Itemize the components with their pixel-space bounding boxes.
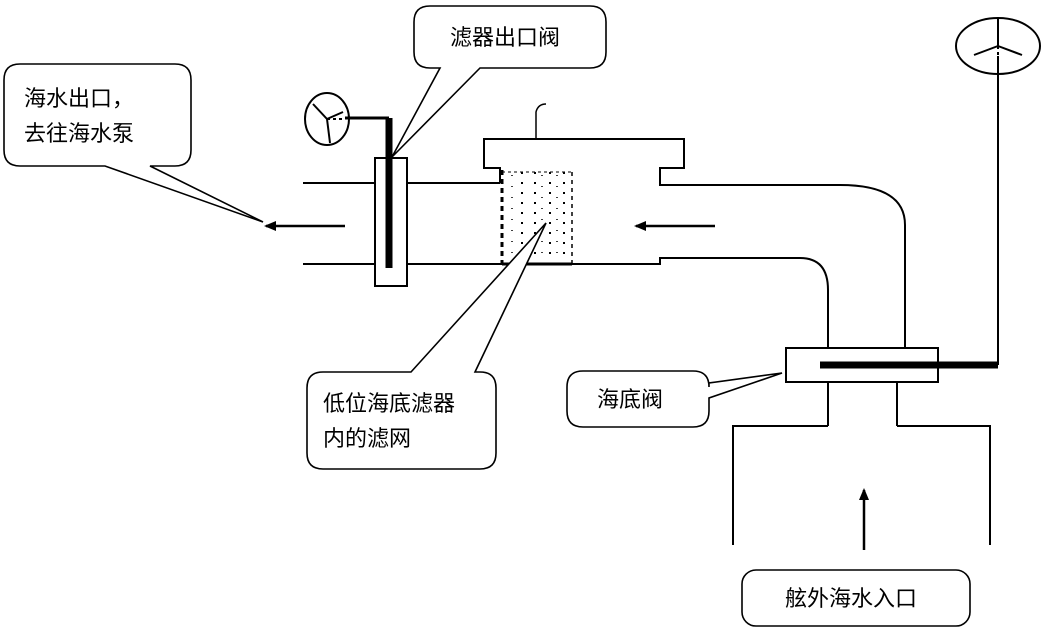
callout-outlet: 海水出口， 去往海水泵	[3, 63, 264, 223]
outlet-label-line2: 去往海水泵	[24, 122, 134, 147]
strainer-label-line2: 内的滤网	[323, 427, 411, 452]
strainer-screen	[500, 170, 573, 266]
strainer-body	[483, 103, 906, 348]
inlet-label: 舷外海水入口	[785, 587, 917, 612]
sea-chest	[732, 425, 991, 545]
callout-sea-valve: 海底阀	[566, 370, 783, 428]
filter-valve-label: 滤器出口阀	[450, 26, 560, 51]
outlet-pipe	[303, 182, 500, 265]
sea-valve	[785, 56, 999, 426]
strainer-label-line1: 低位海底滤器	[323, 392, 455, 417]
sea-valve-label: 海底阀	[597, 388, 663, 413]
callout-strainer: 低位海底滤器 内的滤网	[306, 222, 547, 470]
outlet-label-line1: 海水出口，	[24, 87, 134, 112]
handwheel-icon	[304, 92, 350, 146]
handwheel-icon	[955, 17, 1041, 75]
callout-inlet: 舷外海水入口	[741, 569, 971, 627]
callout-filter-valve: 滤器出口阀	[391, 5, 607, 158]
filter-outlet-valve	[345, 116, 408, 287]
